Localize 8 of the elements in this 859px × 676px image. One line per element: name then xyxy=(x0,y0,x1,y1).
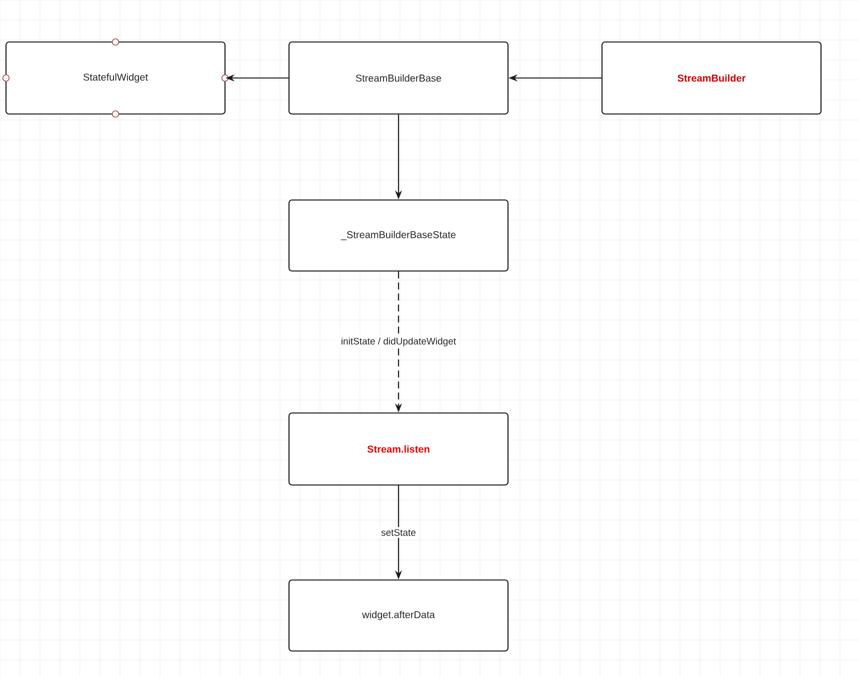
class-box: _StreamBuilderBaseState xyxy=(288,199,509,272)
class-box: StreamBuilder xyxy=(601,41,822,115)
class-box: Stream.listen xyxy=(288,412,509,486)
edge-label: setState xyxy=(379,527,418,538)
class-box: widget.afterData xyxy=(288,579,509,652)
edge-label: initState / didUpdateWidget xyxy=(338,336,458,348)
class-box: StreamBuilderBase xyxy=(288,41,509,115)
class-box: StatefulWidget xyxy=(5,41,226,115)
